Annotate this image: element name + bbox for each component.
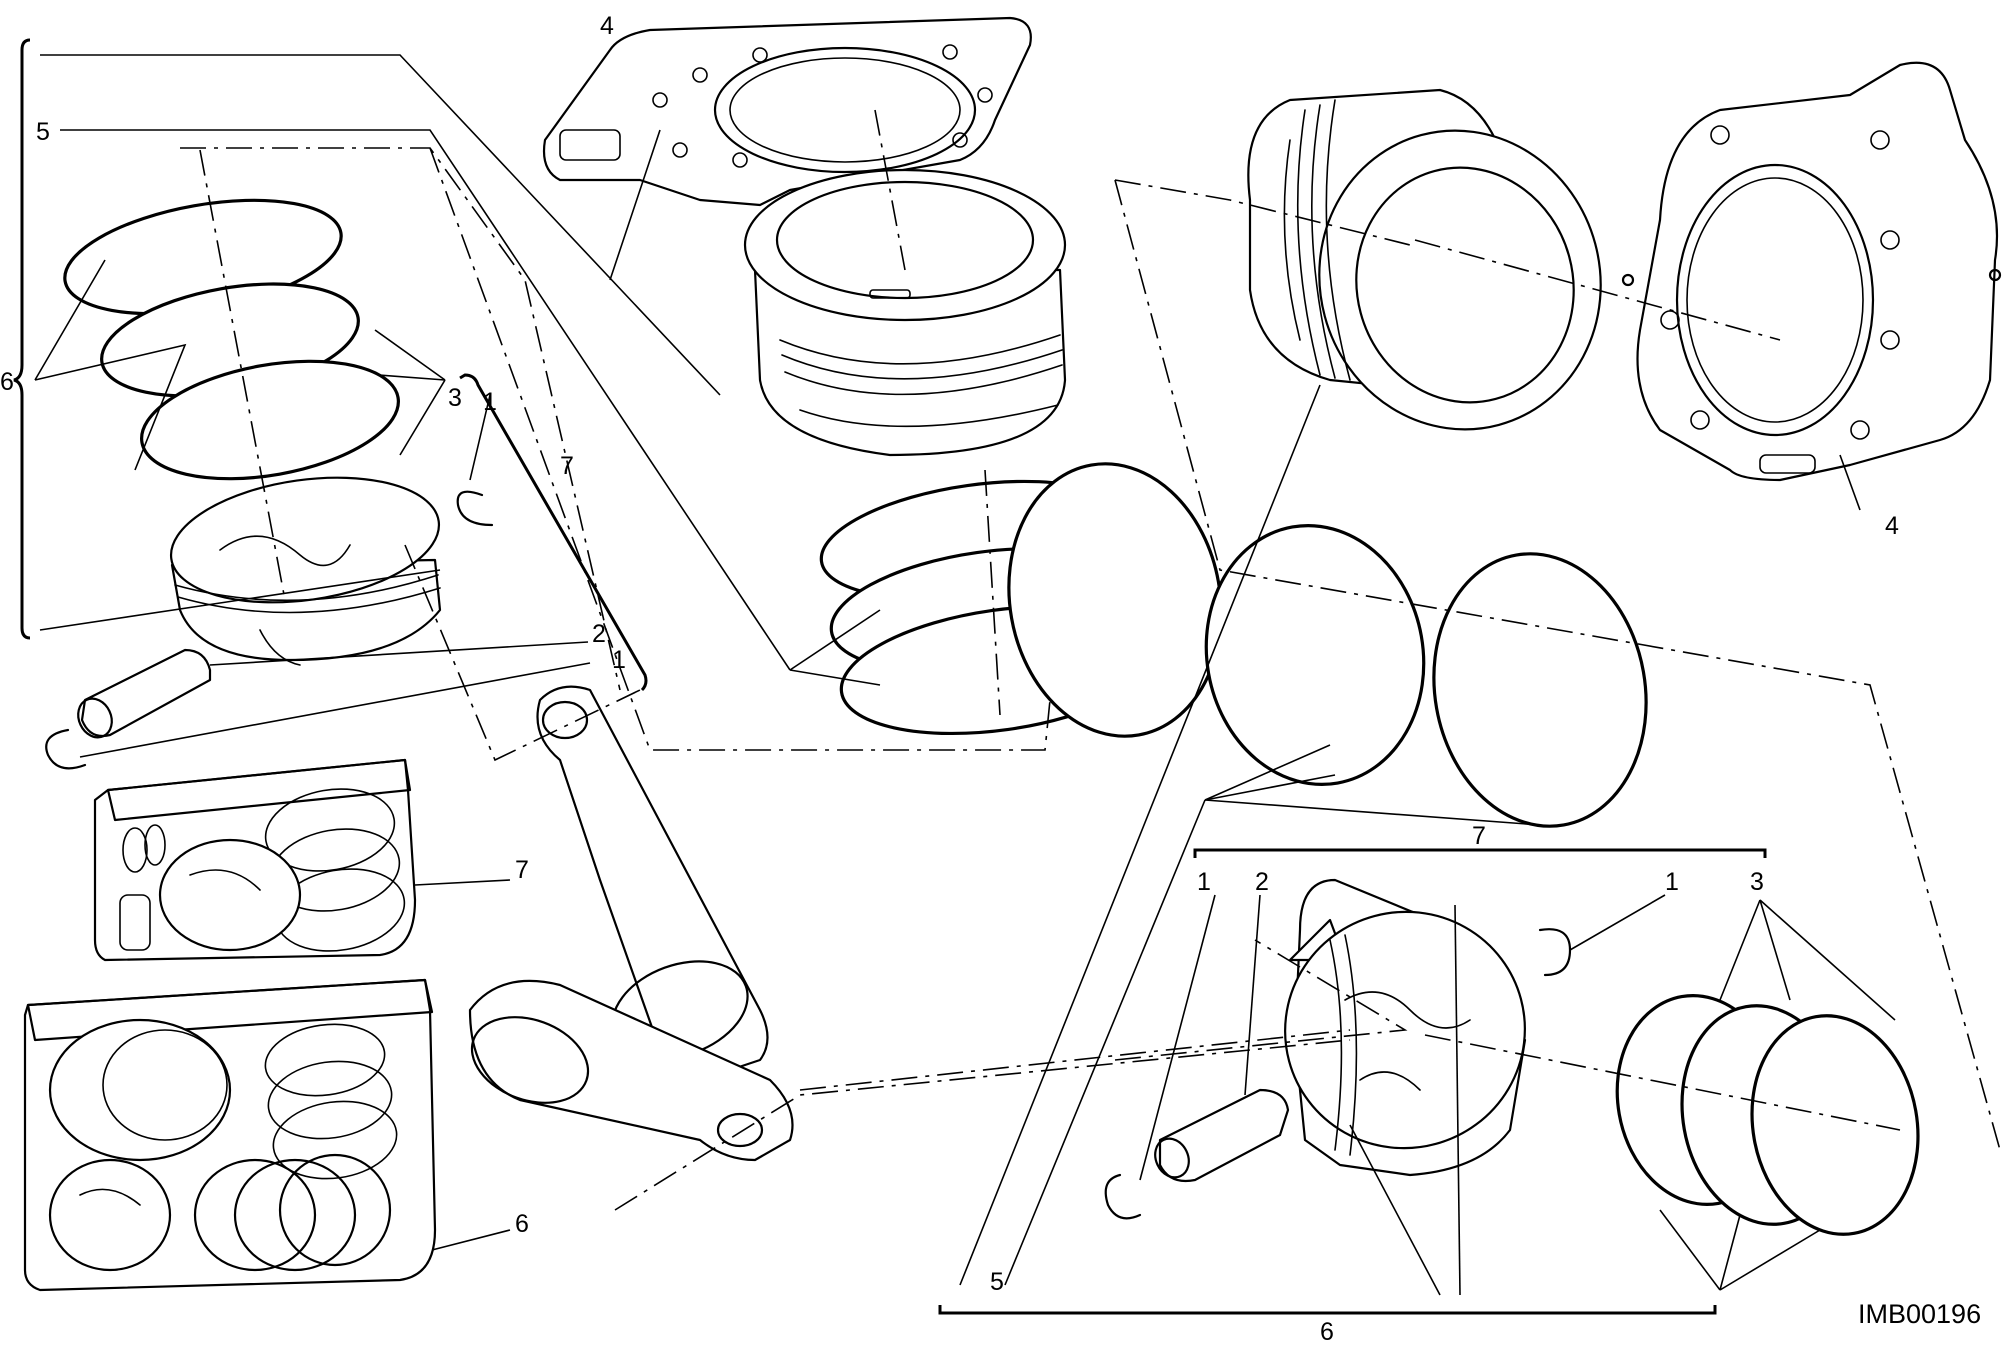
- leader-lines: [34, 54, 1896, 1296]
- piston-pin-icon: [77, 648, 212, 739]
- callout-5-left: 5: [36, 118, 50, 146]
- callout-5-right: 5: [990, 1268, 1004, 1296]
- callout-2-right: 2: [1255, 868, 1269, 896]
- drawing-code: IMB00196: [1858, 1299, 1981, 1329]
- callout-3-left: 3: [448, 384, 462, 412]
- callout-1-lower-left: 1: [612, 646, 626, 674]
- assembly-axis-lines: [180, 109, 2001, 1211]
- connecting-rod-icon: [468, 685, 794, 1162]
- piston-icon: [1284, 878, 1527, 1177]
- piston-icon: [169, 476, 442, 666]
- callout-1-right-b: 1: [1665, 868, 1679, 896]
- piston-pin-icon: [1154, 1088, 1290, 1183]
- callout-4-top: 4: [600, 12, 614, 40]
- parts-kit-icon: [93, 758, 417, 962]
- piston-ring-icon: [63, 198, 400, 481]
- kit-brackets: [13, 38, 1767, 1315]
- cylinder-liner-icon: [743, 168, 1067, 457]
- callout-6-right: 6: [1320, 1318, 1334, 1346]
- callout-2-left: 2: [592, 620, 606, 648]
- callout-6-left: 6: [0, 368, 14, 396]
- callout-7-left: 7: [560, 452, 574, 480]
- callout-6-kit: 6: [515, 1210, 529, 1238]
- piston-ring-icon: [1007, 462, 1648, 828]
- callout-3-right: 3: [1750, 868, 1764, 896]
- circlip-icon: [45, 490, 494, 770]
- callout-4-right: 4: [1885, 512, 1899, 540]
- callout-7-kit: 7: [515, 856, 529, 884]
- head-gasket-icon: [542, 16, 1032, 207]
- callout-1-upper-left: 1: [483, 388, 497, 416]
- cylinder-liner-icon: [1247, 88, 1602, 431]
- piston-ring-icon: [1615, 994, 1920, 1236]
- parts-kit-icon: [23, 978, 437, 1292]
- callout-1-right-a: 1: [1197, 868, 1211, 896]
- callout-7-right: 7: [1472, 822, 1486, 850]
- head-gasket-icon: [1621, 61, 2002, 482]
- callout-labels: 6 5 4 3 1 7 2 1 7 6 4 7 1 2 1 3 5 6: [0, 12, 1899, 1346]
